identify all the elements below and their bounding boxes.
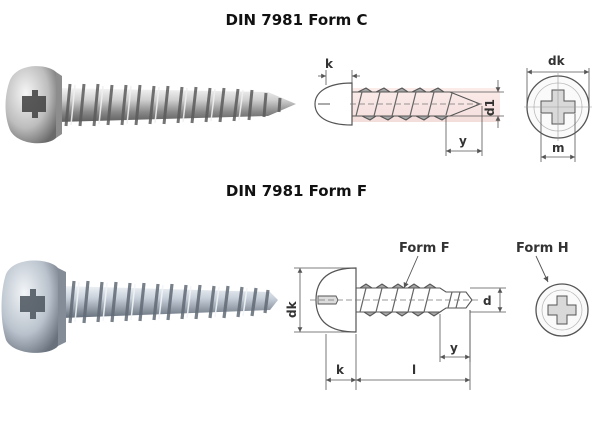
end-view-form-c: dk m: [524, 54, 592, 162]
section-title-form-c: DIN 7981 Form C: [225, 11, 368, 29]
side-drawing-form-f: Form F dk d k l y: [285, 241, 506, 390]
photo-screw-form-f: [1, 260, 278, 353]
photo-screw-form-c: [5, 66, 296, 144]
dim-label-d1: d1: [483, 99, 497, 116]
end-view-form-h: Form H: [516, 241, 589, 337]
callout-form-h: Form H: [516, 241, 569, 256]
dim-label-l: l: [412, 363, 416, 377]
dim-label-dk-form-f: dk: [285, 300, 299, 318]
side-drawing-form-c: k d1 y: [314, 57, 504, 156]
dim-label-k-form-c: k: [325, 57, 334, 71]
dim-label-d: d: [483, 294, 492, 308]
dim-label-k-form-f: k: [336, 363, 345, 377]
callout-form-f: Form F: [399, 241, 450, 256]
section-title-form-f: DIN 7981 Form F: [225, 182, 368, 200]
dim-label-y-form-c: y: [459, 134, 467, 148]
dim-label-dk-form-c: dk: [548, 54, 566, 68]
dim-label-y-form-f: y: [450, 341, 458, 355]
dim-label-m: m: [552, 141, 565, 155]
